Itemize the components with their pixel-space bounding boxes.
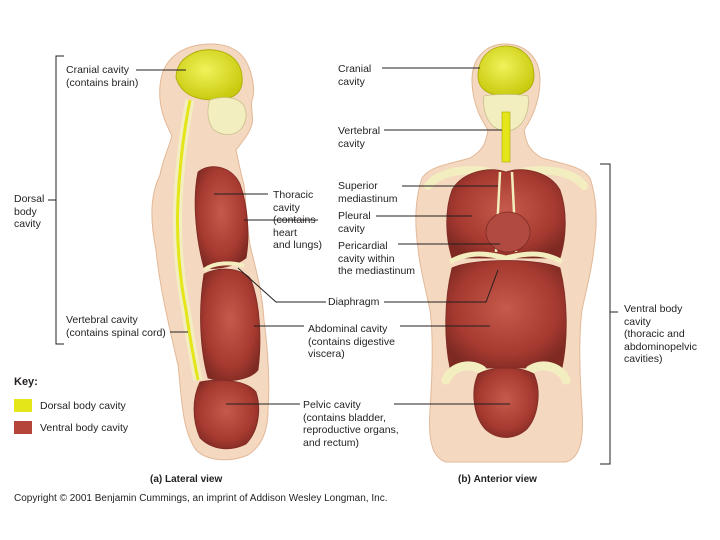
anterior-pelvic-cavity [473, 367, 539, 438]
lateral-brain [175, 49, 243, 101]
anterior-pelvis [441, 361, 571, 385]
label-dorsal-body-cavity: Dorsal body cavity [14, 193, 45, 230]
dorsal-bracket [48, 55, 64, 345]
ventral-bracket [600, 163, 618, 465]
label-thoracic-cavity: Thoracic cavity (contains heart and lung… [273, 189, 323, 251]
lateral-view-figure [151, 43, 270, 461]
anterior-diaphragm [448, 251, 564, 265]
key-ventral-label: Ventral body cavity [40, 422, 129, 434]
caption-lateral-text: Lateral view [165, 474, 223, 485]
anterior-brain [477, 45, 535, 97]
lateral-pelvic-cavity [193, 379, 260, 450]
caption-lateral-letter: (a) [150, 474, 163, 485]
label-diaphragm: Diaphragm [328, 296, 380, 308]
lateral-thoracic-cavity [194, 166, 249, 269]
anterior-view-figure [415, 43, 597, 463]
caption-lateral-view: (a) Lateral view [150, 474, 222, 485]
key-ventral-swatch [14, 421, 32, 434]
anterior-pericardial-cavity [485, 211, 531, 253]
lateral-spinal-cord [175, 99, 200, 381]
leader-lines [136, 67, 510, 405]
key-title: Key: [14, 376, 38, 388]
anterior-abdominal-cavity [445, 260, 567, 369]
label-vertebral-cavity-lateral: Vertebral cavity (contains spinal cord) [66, 314, 166, 339]
key-dorsal-swatch [14, 399, 32, 412]
label-cranial-cavity-lateral: Cranial cavity (contains brain) [66, 64, 139, 89]
caption-anterior-text: Anterior view [473, 474, 537, 485]
copyright-notice: Copyright © 2001 Benjamin Cummings, an i… [14, 493, 388, 504]
caption-anterior-view: (b) Anterior view [458, 474, 537, 485]
label-abdominal-cavity: Abdominal cavity (contains digestive vis… [308, 323, 395, 360]
lateral-skull [207, 97, 247, 135]
label-cranial-cavity-anterior: Cranial cavity [338, 63, 372, 88]
label-vertebral-cavity-anterior: Vertebral cavity [338, 125, 381, 150]
label-pelvic-cavity: Pelvic cavity (contains bladder, reprodu… [303, 399, 399, 449]
anterior-vertebral-cavity [501, 111, 511, 163]
key-dorsal-label: Dorsal body cavity [40, 400, 126, 412]
label-pericardial-cavity: Pericardial cavity within the mediastinu… [338, 240, 416, 277]
caption-anterior-letter: (b) [458, 474, 471, 485]
label-superior-mediastinum: Superior mediastinum [338, 180, 398, 205]
lateral-abdominal-cavity [200, 268, 261, 382]
lateral-diaphragm [202, 261, 245, 272]
label-pleural-cavity: Pleural cavity [338, 210, 371, 235]
label-ventral-body-cavity: Ventral body cavity (thoracic and abdomi… [624, 303, 697, 365]
